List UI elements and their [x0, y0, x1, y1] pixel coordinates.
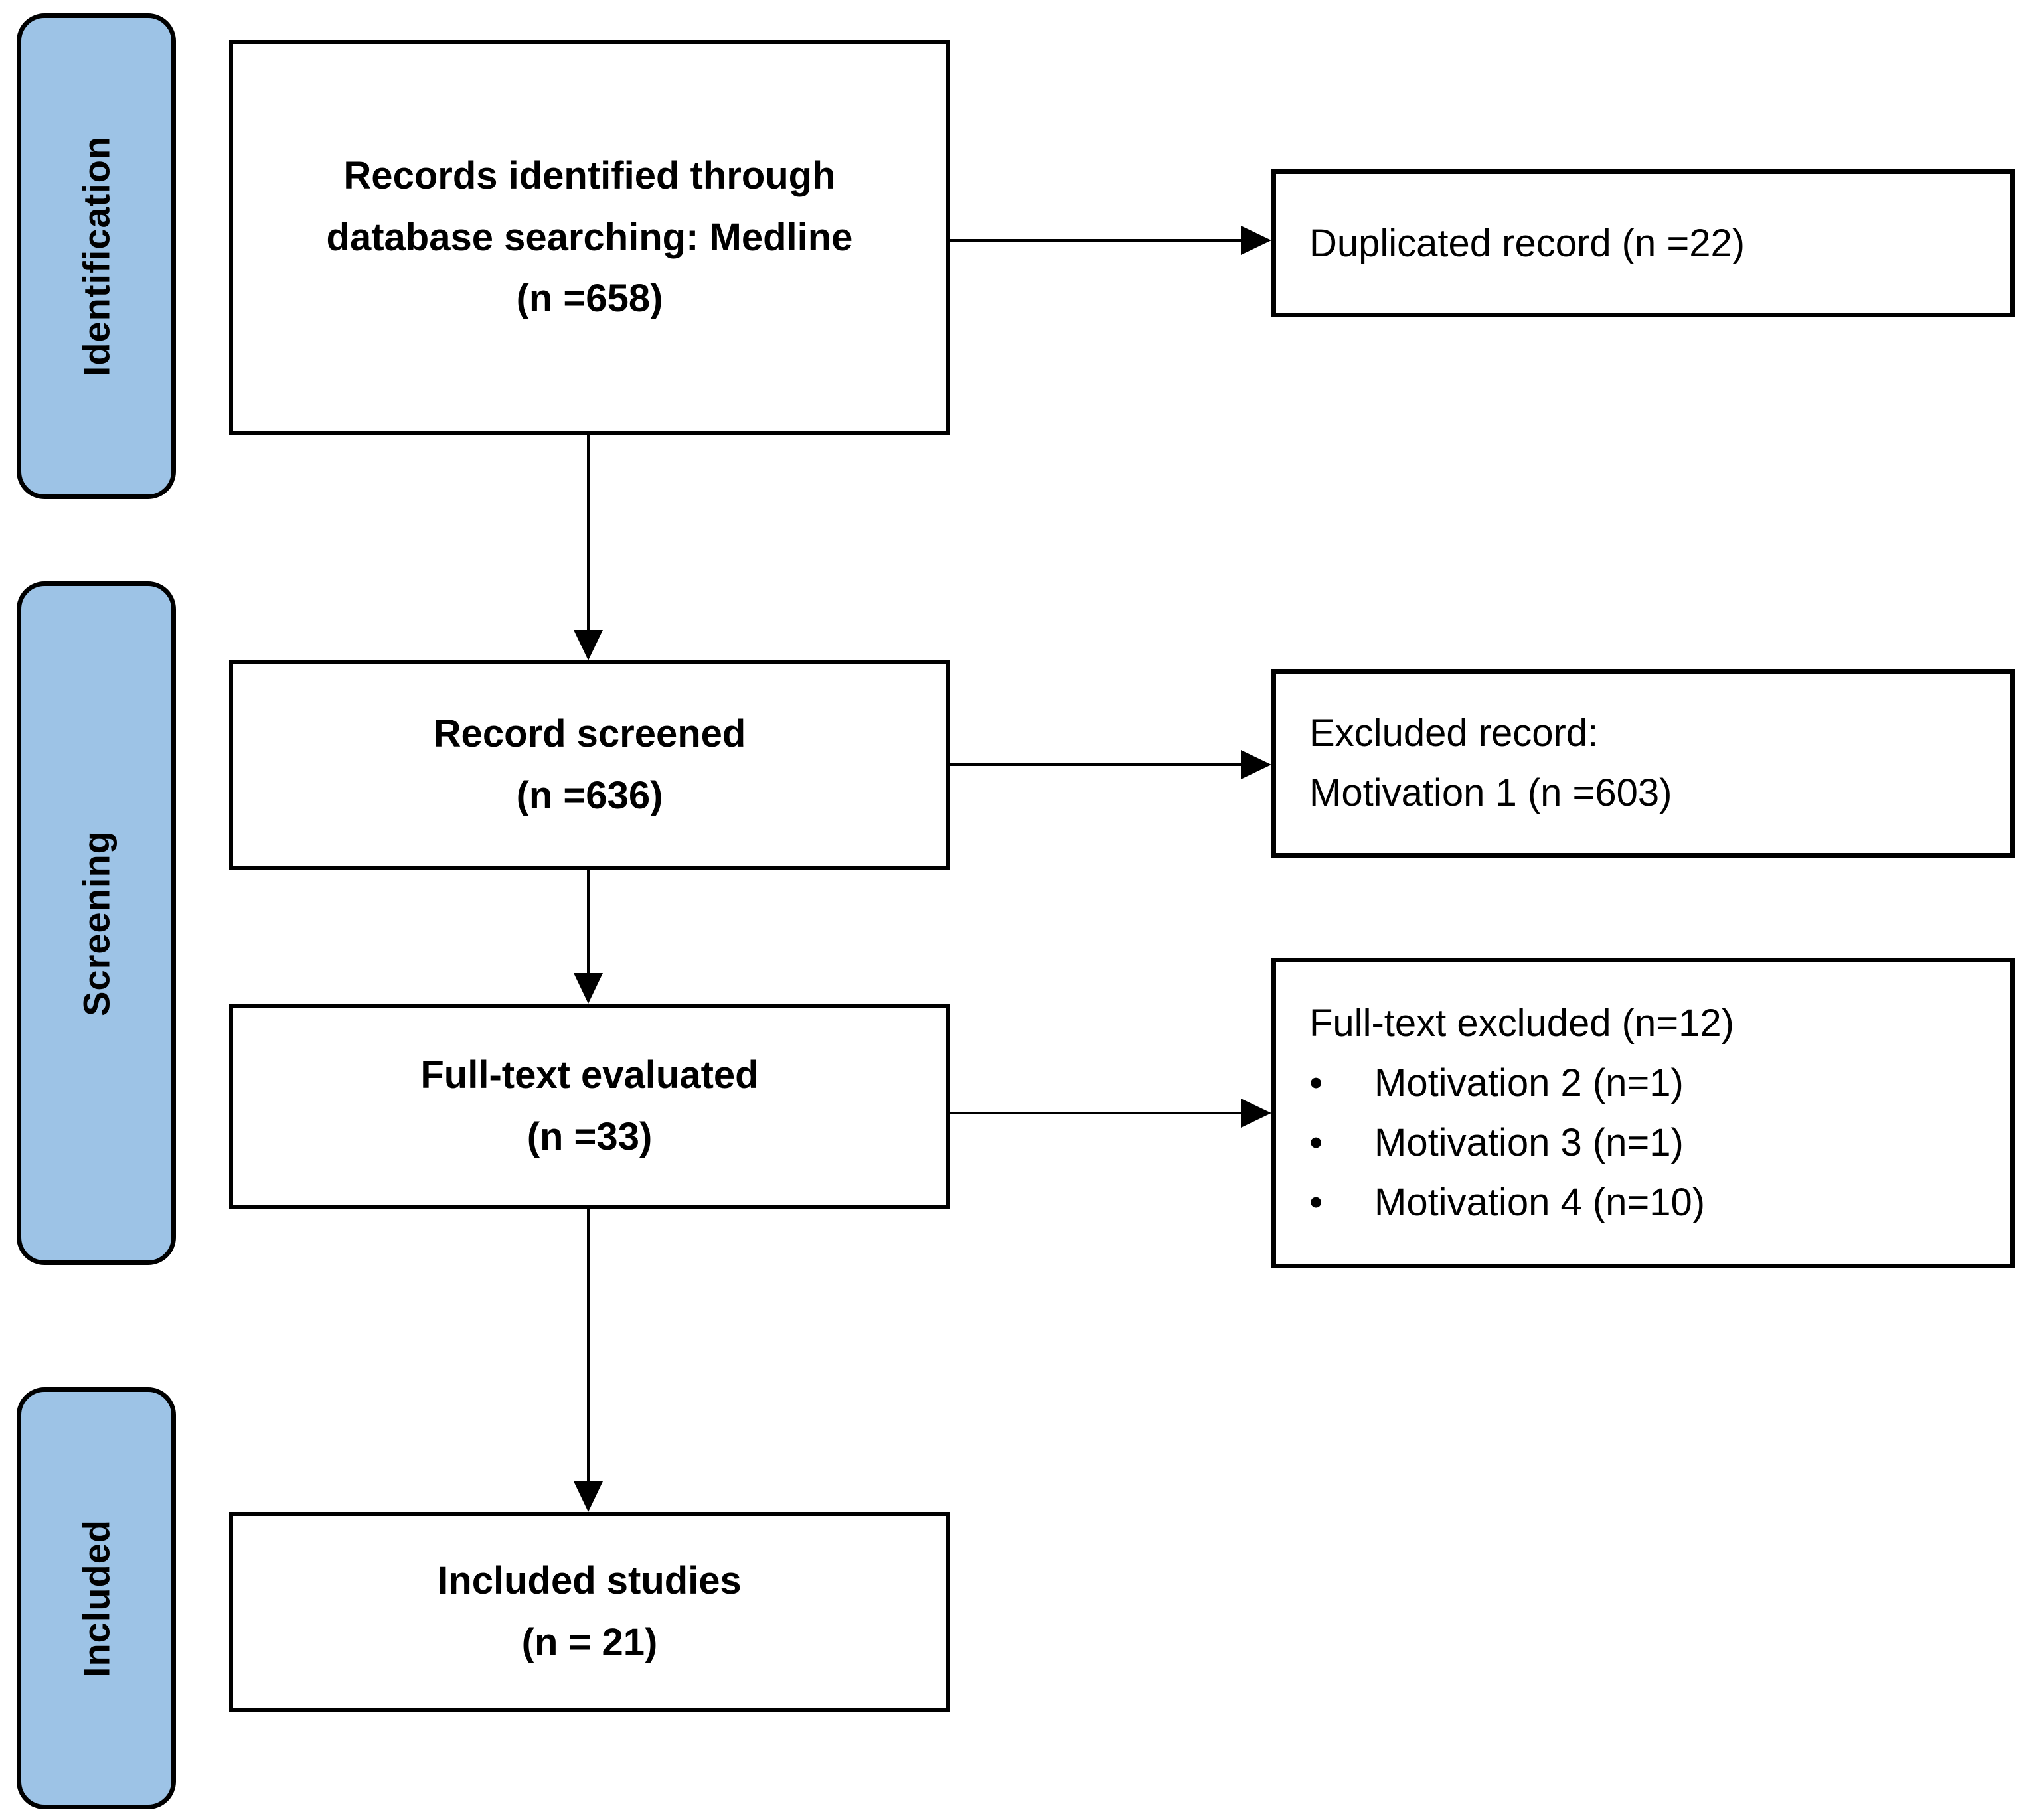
arrow-fulltext-to-included-line: [587, 1209, 590, 1481]
arrow-fulltext-to-excluded-head-icon: [1241, 1099, 1271, 1128]
included-studies-text: Included studies (n = 21): [438, 1551, 742, 1674]
stage-identification: Identification: [17, 13, 176, 499]
fulltext-excluded-bullet-row-2: • Motivation 3 (n=1): [1309, 1113, 1994, 1173]
records-identified-line-2: database searching: Medline: [326, 215, 853, 259]
arrow-screened-to-excluded-head-icon: [1241, 750, 1271, 779]
stage-included-label: Included: [75, 1519, 118, 1678]
stage-screening: Screening: [17, 581, 176, 1265]
bullet-icon: •: [1309, 1061, 1323, 1105]
records-identified-line-1: Records identified through: [343, 153, 836, 197]
record-screened-count: (n =636): [516, 773, 663, 817]
included-studies-box: Included studies (n = 21): [229, 1512, 950, 1712]
duplicated-record-line: Duplicated record (n =22): [1309, 221, 1745, 265]
fulltext-excluded-title: Full-text excluded (n=12): [1309, 1002, 1734, 1045]
fulltext-excluded-bullet-3: Motivation 4 (n=10): [1374, 1180, 1706, 1224]
arrow-fulltext-to-included-head-icon: [574, 1481, 603, 1512]
arrow-screened-to-excluded-line: [950, 763, 1241, 766]
excluded-record-line-2: Motivation 1 (n =603): [1309, 771, 1672, 814]
stage-included: Included: [17, 1387, 176, 1809]
record-screened-box: Record screened (n =636): [229, 660, 950, 870]
fulltext-excluded-bullet-row-3: • Motivation 4 (n=10): [1309, 1173, 1994, 1233]
arrow-screened-to-fulltext-head-icon: [574, 973, 603, 1004]
bullet-icon: •: [1309, 1121, 1323, 1164]
records-identified-box: Records identified through database sear…: [229, 40, 950, 435]
record-screened-text: Record screened (n =636): [434, 704, 746, 827]
arrow-fulltext-to-excluded-line: [950, 1112, 1241, 1114]
fulltext-evaluated-line-1: Full-text evaluated: [420, 1053, 759, 1097]
records-identified-text: Records identified through database sear…: [327, 145, 853, 330]
arrow-screened-to-fulltext-line: [587, 870, 590, 973]
included-studies-count: (n = 21): [521, 1621, 658, 1664]
bullet-icon: •: [1309, 1180, 1323, 1224]
fulltext-excluded-bullet-2: Motivation 3 (n=1): [1374, 1121, 1684, 1164]
arrow-identified-to-screened-line: [587, 435, 590, 630]
fulltext-excluded-box: Full-text excluded (n=12) • Motivation 2…: [1271, 958, 2015, 1268]
fulltext-evaluated-text: Full-text evaluated (n =33): [420, 1045, 758, 1168]
arrow-identified-to-screened-head-icon: [574, 630, 603, 660]
arrow-identified-to-duplicated-head-icon: [1241, 226, 1271, 255]
records-identified-count: (n =658): [516, 277, 663, 321]
stage-screening-label: Screening: [75, 830, 118, 1016]
fulltext-excluded-bullet-row-1: • Motivation 2 (n=1): [1309, 1053, 1994, 1113]
duplicated-record-box: Duplicated record (n =22): [1271, 169, 2015, 317]
fulltext-evaluated-box: Full-text evaluated (n =33): [229, 1004, 950, 1209]
record-screened-line-1: Record screened: [433, 712, 746, 755]
excluded-record-line-1: Excluded record:: [1309, 712, 1599, 755]
stage-identification-label: Identification: [75, 135, 118, 377]
fulltext-evaluated-count: (n =33): [526, 1115, 653, 1158]
excluded-record-box: Excluded record: Motivation 1 (n =603): [1271, 669, 2015, 858]
arrow-identified-to-duplicated-line: [950, 239, 1241, 242]
included-studies-line-1: Included studies: [438, 1559, 742, 1603]
fulltext-excluded-bullet-1: Motivation 2 (n=1): [1374, 1061, 1684, 1105]
